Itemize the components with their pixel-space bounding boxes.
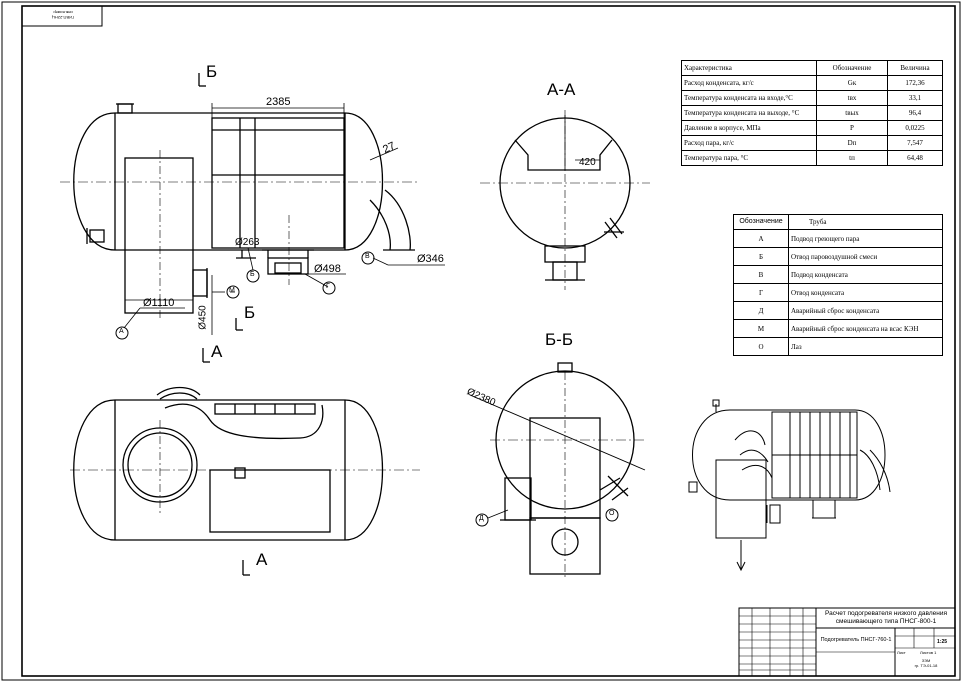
title-block-grid — [738, 607, 956, 677]
section-mark-b-mid: Б — [244, 303, 256, 322]
callout-a: А — [119, 328, 124, 335]
pipe-header: Обозначение — [733, 214, 789, 230]
section-mark-a-bottom: А — [256, 550, 268, 569]
section-aa — [480, 110, 650, 290]
callout-m: М — [229, 287, 235, 294]
dim-length: 2385 — [266, 96, 291, 108]
spec-header: Характеристика — [681, 60, 817, 76]
spec-header: Величина — [887, 60, 943, 76]
dim-d346: Ø346 — [417, 253, 444, 265]
callout-v: В — [365, 253, 370, 260]
title-block-scale: 1:25 — [937, 639, 948, 645]
inner-frame — [21, 5, 956, 677]
callout-g: Г — [326, 283, 330, 290]
section-title-bb: Б-Б — [545, 330, 573, 349]
dim-420: 420 — [579, 157, 596, 168]
spec-header-row: Характеристика Обозначение Величина — [681, 60, 943, 76]
dim-d263: Ø263 — [235, 237, 260, 248]
corner-stamp-box — [21, 5, 103, 27]
spec-table: Характеристика Обозначение Величина Расх… — [681, 60, 943, 166]
pipe-header: Труба — [788, 214, 943, 230]
title-block-sheet: Лист — [897, 650, 906, 655]
section-mark-b-top: Б — [206, 62, 218, 81]
front-view — [60, 73, 445, 363]
steam-inlet — [124, 157, 194, 314]
title-block-name: Подогреватель ПНСГ-760-1 — [820, 637, 892, 643]
title-block-sheets: Листов 1 — [920, 650, 937, 655]
spec-header: Обозначение — [816, 60, 888, 76]
vessel-shell — [73, 112, 384, 251]
dim-d450: Ø450 — [197, 305, 209, 330]
section-title-aa: А-А — [547, 80, 576, 99]
callout-b: Б — [250, 271, 255, 278]
title-block-title: Расчет подогревателя низкого давления см… — [825, 610, 947, 625]
section-bb — [469, 362, 646, 580]
corner-stamp: ГИВП-22НЦ инв.номер — [51, 10, 75, 20]
pipe-header-row: Обозначение Труба — [733, 214, 943, 230]
dim-d498: Ø498 — [314, 263, 341, 275]
title-block-org: ЗЭМ гр. ТЭ-01-18 — [914, 658, 938, 668]
dim-d1110: Ø1110 — [143, 297, 175, 309]
tube-bundle — [211, 117, 345, 249]
top-view — [70, 386, 420, 576]
callout-d: Д — [479, 515, 484, 522]
section-mark-a-mid: А — [211, 342, 223, 361]
callout-o: О — [609, 510, 615, 517]
flow-scheme — [688, 399, 891, 572]
